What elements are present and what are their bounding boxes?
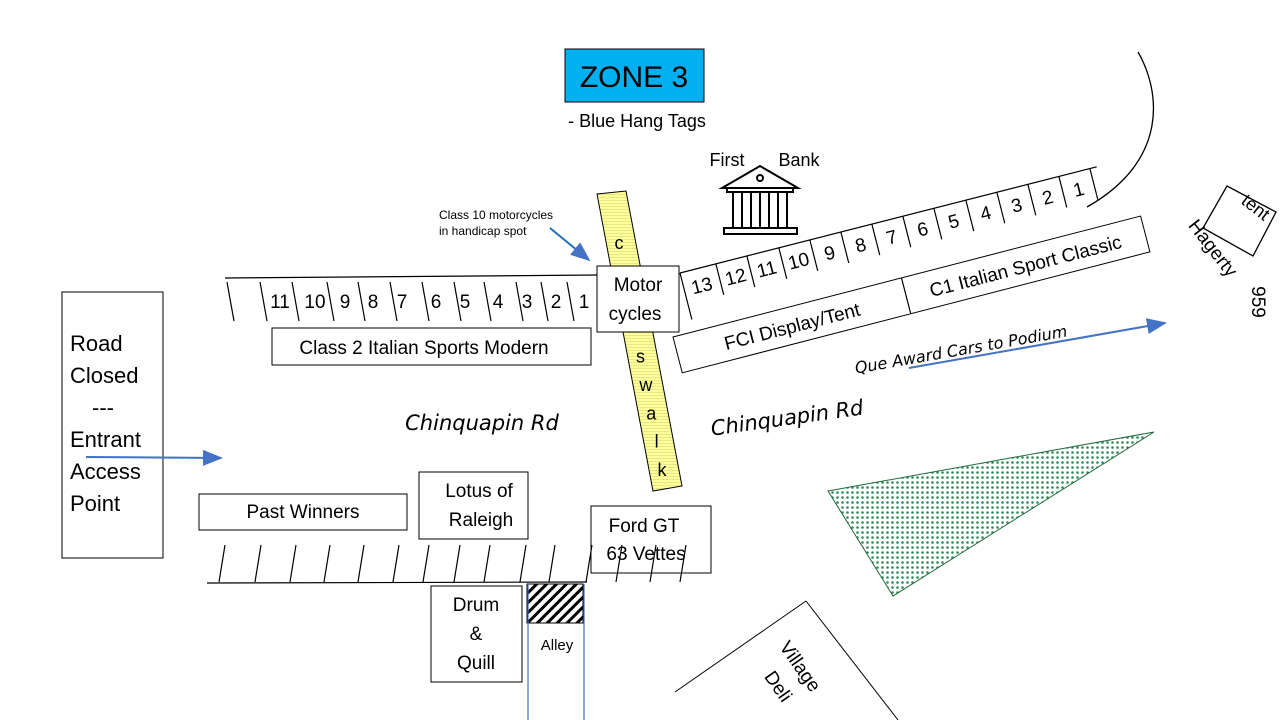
drum-label-1: Drum bbox=[453, 595, 499, 616]
drum-label-3: Quill bbox=[457, 653, 495, 674]
parking-spot-number: 13 bbox=[689, 274, 715, 300]
parking-spot-number: 10 bbox=[786, 249, 812, 275]
parking-spot-number: 11 bbox=[270, 292, 290, 313]
past-winners-label: Past Winners bbox=[247, 502, 360, 523]
parking-spot-number: 8 bbox=[368, 292, 379, 313]
parking-spot-number: 9 bbox=[822, 242, 837, 265]
tent-box: tent bbox=[1202, 185, 1277, 257]
annotation-line2: in handicap spot bbox=[439, 224, 527, 238]
lotus-label-2: Raleigh bbox=[449, 510, 513, 531]
crosswalk-letter: k bbox=[658, 460, 668, 480]
parking-spot-number: 1 bbox=[579, 292, 590, 313]
parking-spot-number: 2 bbox=[551, 292, 562, 313]
parking-spot-number: 11 bbox=[755, 257, 779, 282]
road-curve bbox=[1086, 51, 1155, 208]
bank-label-bank: Bank bbox=[778, 150, 820, 170]
past-winners-box: Past Winners bbox=[198, 493, 408, 531]
parking-spot-number: 10 bbox=[304, 292, 325, 313]
drum-label-2: & bbox=[470, 624, 483, 645]
parking-spot-number: 7 bbox=[397, 292, 408, 313]
parking-spot-number: 12 bbox=[723, 265, 749, 291]
lotus-label-1: Lotus of bbox=[445, 481, 513, 502]
parking-spot-number: 6 bbox=[915, 219, 930, 242]
parking-spot-number: 1 bbox=[1071, 179, 1086, 202]
parking-spot-number: 5 bbox=[946, 211, 961, 234]
road-closed-line6: Point bbox=[70, 491, 120, 516]
parking-row-left-dividers bbox=[226, 281, 575, 322]
road-closed-line5: Access bbox=[70, 459, 141, 484]
parking-row-left-line bbox=[224, 274, 599, 279]
crosswalk-letter: l bbox=[655, 432, 659, 452]
village-deli: Village Deli bbox=[674, 600, 899, 720]
class2-box: Class 2 Italian Sports Modern bbox=[271, 327, 592, 366]
parking-row-bottom-dividers bbox=[218, 544, 687, 583]
street-label-left: Chinquapin Rd bbox=[405, 411, 559, 435]
parking-spot-number: 6 bbox=[431, 292, 442, 313]
road-closed-line2: Closed bbox=[70, 363, 138, 388]
parking-spot-number: 4 bbox=[978, 203, 994, 226]
motorcycles-box: Motor cycles bbox=[596, 265, 680, 333]
crosswalk-letter: c bbox=[615, 233, 624, 253]
bank-label-first: First bbox=[710, 150, 745, 170]
deli-label: Deli bbox=[760, 667, 796, 706]
entrant-arrow bbox=[85, 449, 223, 466]
road-closed-line1: Road bbox=[70, 331, 123, 356]
parking-spot-number: 3 bbox=[522, 292, 533, 313]
street-label-right: Chinquapin Rd bbox=[709, 395, 865, 440]
parking-spot-number: 4 bbox=[493, 292, 504, 313]
class2-label: Class 2 Italian Sports Modern bbox=[299, 338, 548, 359]
crosswalk-letter: s bbox=[636, 347, 645, 367]
motorcycles-label-2: cycles bbox=[609, 304, 662, 325]
parking-row-bottom-line bbox=[206, 581, 588, 584]
parking-spot-number: 9 bbox=[340, 292, 351, 313]
parking-spot-number: 5 bbox=[460, 292, 471, 313]
alley-label: Alley bbox=[541, 637, 574, 654]
ford-label-1: Ford GT bbox=[609, 516, 680, 537]
crosswalk bbox=[596, 190, 683, 492]
parking-spot-number: 2 bbox=[1040, 187, 1055, 210]
que-award-arrow bbox=[908, 318, 1167, 369]
zone-title: ZONE 3 bbox=[580, 61, 688, 94]
number-959-label: 959 bbox=[1247, 286, 1268, 318]
parking-spot-number: 3 bbox=[1009, 195, 1024, 218]
zone-title-box: ZONE 3 bbox=[564, 48, 705, 103]
road-closed-line3: --- bbox=[92, 395, 114, 420]
parking-spot-number: 8 bbox=[853, 234, 868, 257]
green-island bbox=[827, 431, 1155, 597]
crosswalk-letter: a bbox=[646, 403, 657, 423]
ford-label-2: 63 Vettes bbox=[606, 544, 685, 565]
alley: Alley bbox=[526, 583, 585, 720]
parking-spot-number: 7 bbox=[884, 227, 899, 250]
motorcycles-label-1: Motor bbox=[614, 275, 663, 296]
ford-gt-box: Ford GT 63 Vettes bbox=[590, 505, 712, 574]
lotus-box: Lotus of Raleigh bbox=[418, 471, 529, 540]
road-closed-box: Road Closed --- Entrant Access Point bbox=[61, 291, 164, 559]
zone-subtitle: - Blue Hang Tags bbox=[568, 111, 706, 131]
annotation-arrow bbox=[549, 227, 591, 262]
crosswalk-letter: w bbox=[638, 375, 653, 395]
bank-building-icon bbox=[718, 164, 802, 235]
annotation-line1: Class 10 motorcycles bbox=[439, 208, 553, 222]
que-award-label: Que Award Cars to Podium bbox=[853, 322, 1068, 378]
road-closed-line4: Entrant bbox=[70, 427, 141, 452]
drum-quill-box: Drum & Quill bbox=[430, 585, 523, 683]
